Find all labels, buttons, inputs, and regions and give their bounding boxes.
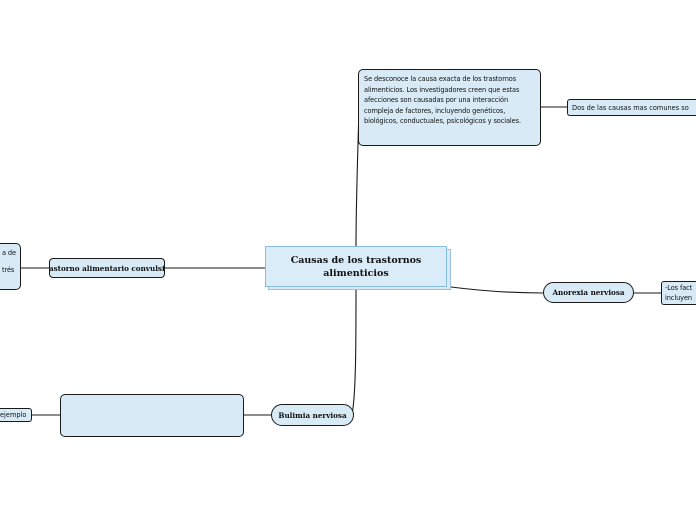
right-fragment-1: -Los fact [665,284,693,292]
left-fragment-1: a de [2,249,16,257]
left-partial-box[interactable]: a de trés [0,243,21,290]
central-topic-title: Causas de los trastornos alimenticios [290,254,422,279]
right-fragment-2: incluyen [665,294,692,302]
node-bulimia-label: Bulimia nerviosa [278,410,347,420]
example-box[interactable]: ejemplo [0,408,32,422]
node-bulimia[interactable]: Bulimia nerviosa [271,404,354,426]
cause-unknown-text: Se desconoce la causa exacta de los tras… [364,75,521,126]
central-topic[interactable]: Causas de los trastornos alimenticios [265,246,447,287]
left-fragment-2: trés [2,265,15,274]
example-text: ejemplo [0,411,27,419]
node-trastorno-convulsivo[interactable]: Trastorno alimentario convulsivo [49,258,165,278]
two-causes-box[interactable]: Dos de las causas mas comunes so [567,99,696,116]
link-central-to-bulimia [351,287,357,415]
right-partial-box[interactable]: -Los fact incluyen [661,281,696,305]
node-trastorno-convulsivo-label: Trastorno alimentario convulsivo [49,263,165,273]
bulimia-detail-box[interactable] [60,394,244,437]
cause-unknown-box[interactable]: Se desconoce la causa exacta de los tras… [358,69,541,146]
node-anorexia-label: Anorexia nerviosa [552,288,625,297]
two-causes-text: Dos de las causas mas comunes so [572,103,689,112]
link-central-to-anorexia [450,286,544,294]
node-anorexia[interactable]: Anorexia nerviosa [543,282,634,303]
